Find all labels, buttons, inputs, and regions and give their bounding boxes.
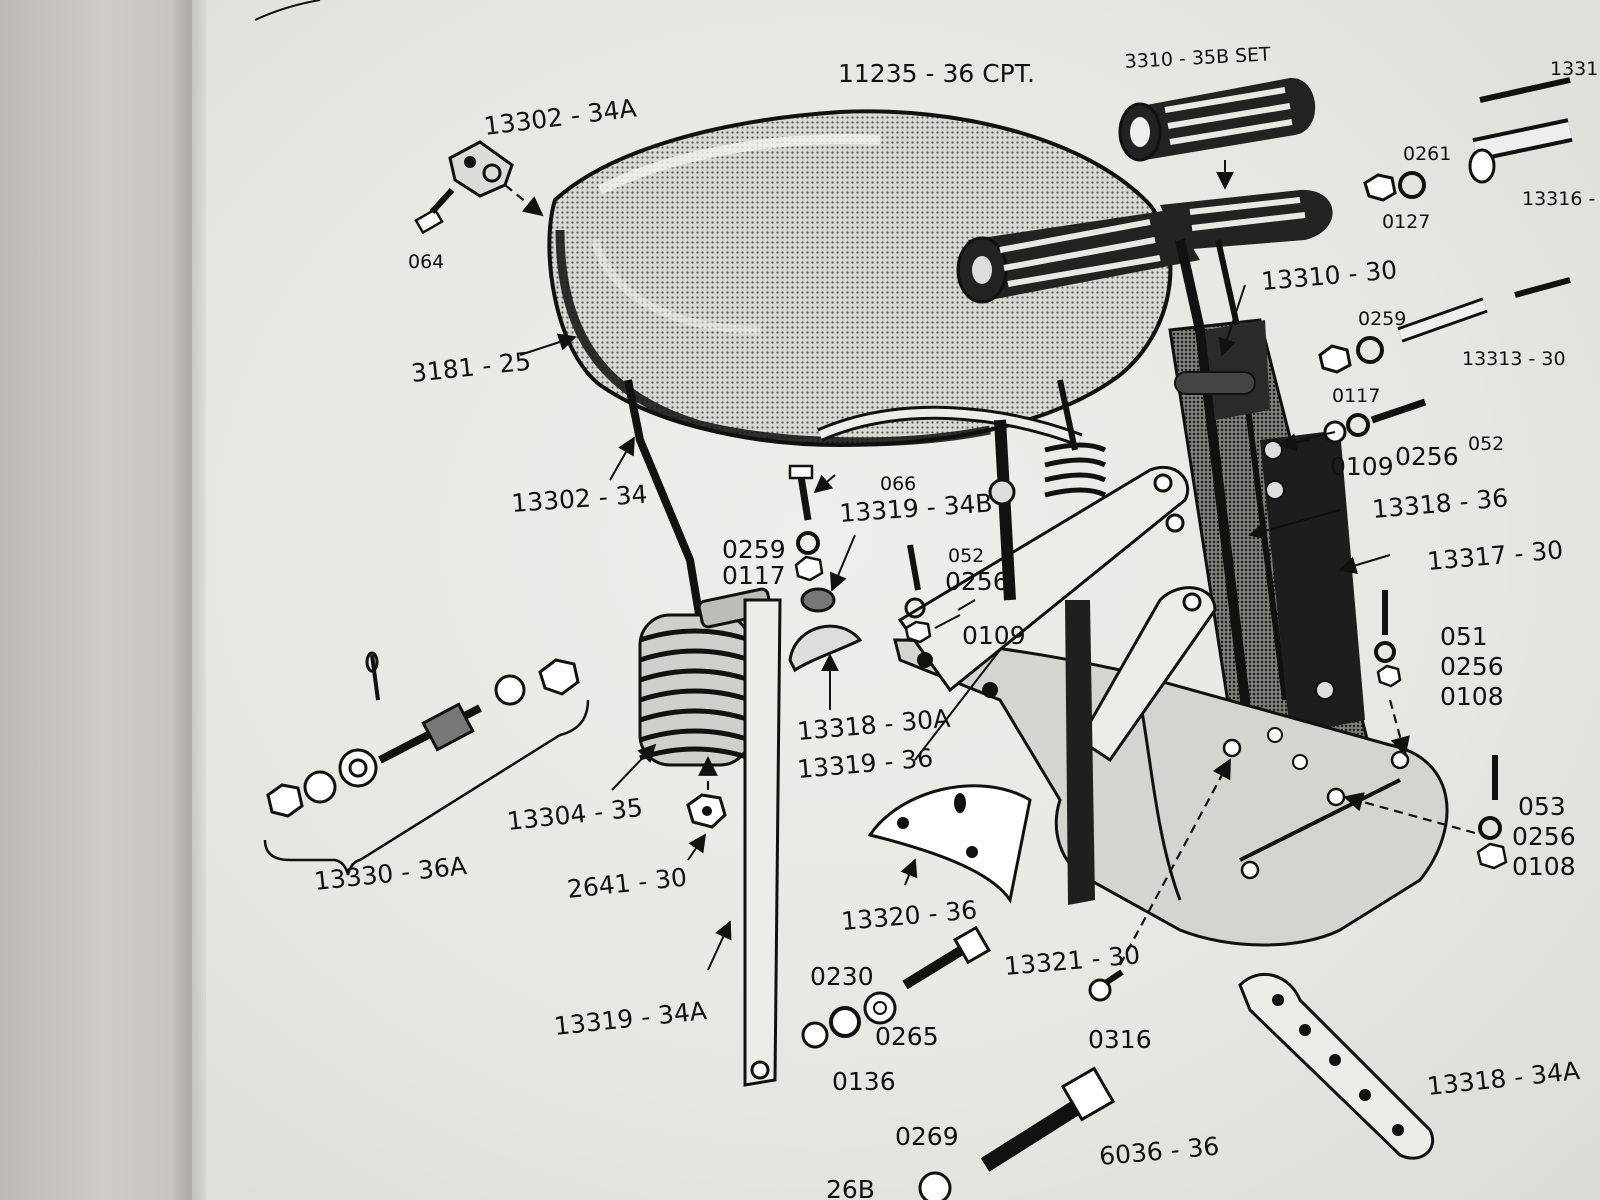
seat-bar: [624, 379, 704, 621]
label-nut-0108: 0108: [1440, 682, 1504, 711]
label-washer-0256-right: 0256: [1395, 442, 1459, 471]
label-bolt-066: 066: [880, 473, 916, 495]
label-washer-0256-edge: 0256: [1512, 822, 1576, 851]
label-handle-13310: 13310 - 30: [1260, 255, 1398, 296]
seat-assembly: [547, 109, 1173, 448]
label-bolt-6036: 6036 - 36: [1098, 1132, 1220, 1171]
label-nut-0269: 0269: [895, 1122, 959, 1151]
label-seat-cpt: 11235 - 36 CPT.: [838, 59, 1035, 88]
label-bar-34a-bottom: 13318 - 34A: [1426, 1056, 1582, 1101]
label-screw-052-mid: 052: [948, 545, 984, 567]
frame-assembly: [817, 238, 1449, 947]
label-bracket-13318: 13318 - 36: [1371, 483, 1509, 524]
label-nut-0117-right: 0117: [1332, 385, 1380, 407]
label-block-30a: 13318 - 30A: [796, 704, 951, 746]
right-small-parts: [1318, 77, 1573, 870]
bar-13318-34a-part: [1238, 972, 1435, 1160]
label-nut-0109-right: 0109: [1330, 452, 1394, 481]
label-partial-26b: 26B: [826, 1175, 875, 1200]
screw-0316-part: [1088, 969, 1124, 1002]
label-grip-set: 3310 - 35B SET: [1124, 43, 1272, 73]
label-washer-0117: 0117: [722, 561, 786, 590]
handlebar-part: [956, 189, 1333, 304]
screw-0316-leader: [1119, 758, 1231, 966]
label-seat-bar: 13302 - 34: [510, 480, 648, 518]
label-washer-0265: 0265: [875, 1022, 939, 1051]
label-nut-0259-right: 0259: [1358, 308, 1406, 330]
adjuster-set-part: [263, 651, 590, 876]
label-nut-2641: 2641 - 30: [566, 863, 689, 904]
page-curve: [254, 0, 321, 21]
label-arm-36: 13319 - 36: [796, 743, 934, 784]
label-spring: 13304 - 35: [506, 793, 645, 836]
nut-2641-part: [686, 793, 727, 829]
label-seat-cover: 3181 - 25: [410, 347, 533, 388]
clamp-part: [448, 140, 514, 198]
label-nut-0136: 0136: [832, 1067, 896, 1096]
label-nut-0261: 0261: [1403, 143, 1451, 165]
label-washer-0230: 0230: [810, 962, 874, 991]
label-nut-0259: 0259: [722, 535, 786, 564]
bolt-6036-part: [918, 1066, 1116, 1200]
facing-page: [0, 0, 190, 1200]
label-screw-064: 064: [408, 251, 444, 273]
label-nut-0109-mid: 0109: [962, 621, 1026, 650]
label-screw-053: 053: [1518, 792, 1566, 821]
label-screw-0316: 0316: [1088, 1025, 1152, 1054]
label-tube-13313: 13313 - 30: [1462, 348, 1566, 370]
leader-lines: [519, 284, 1476, 971]
strap-part: [743, 598, 782, 1087]
label-adjuster-set: 13330 - 36A: [313, 851, 469, 896]
label-partial-13316: 13316 -: [1522, 188, 1595, 210]
label-washer-0256-low: 0256: [1440, 652, 1504, 681]
screw-064-part: [414, 187, 455, 235]
label-nut-0108-edge: 0108: [1512, 852, 1576, 881]
label-partial-1331: 1331: [1550, 58, 1598, 80]
label-screw-052-right: 052: [1468, 433, 1504, 455]
label-washer-0256-mid: 0256: [945, 567, 1009, 596]
label-washer-34b: 13319 - 34B: [838, 488, 993, 528]
label-clamp: 13302 - 34A: [482, 93, 638, 140]
grip-set-part: [1118, 77, 1316, 162]
book-gutter-shadow: [170, 0, 206, 1200]
clamp-leader: [504, 184, 544, 217]
label-nut-0127: 0127: [1382, 211, 1430, 233]
label-screw-051: 051: [1440, 622, 1488, 651]
plate-13320-part: [867, 784, 1032, 904]
bolt-washers-part: [801, 925, 991, 1049]
middle-small-parts: [788, 464, 932, 673]
label-frame-13317: 13317 - 30: [1426, 535, 1564, 576]
label-strap-34a: 13319 - 34A: [553, 996, 709, 1041]
label-plate-13320: 13320 - 36: [840, 895, 978, 936]
